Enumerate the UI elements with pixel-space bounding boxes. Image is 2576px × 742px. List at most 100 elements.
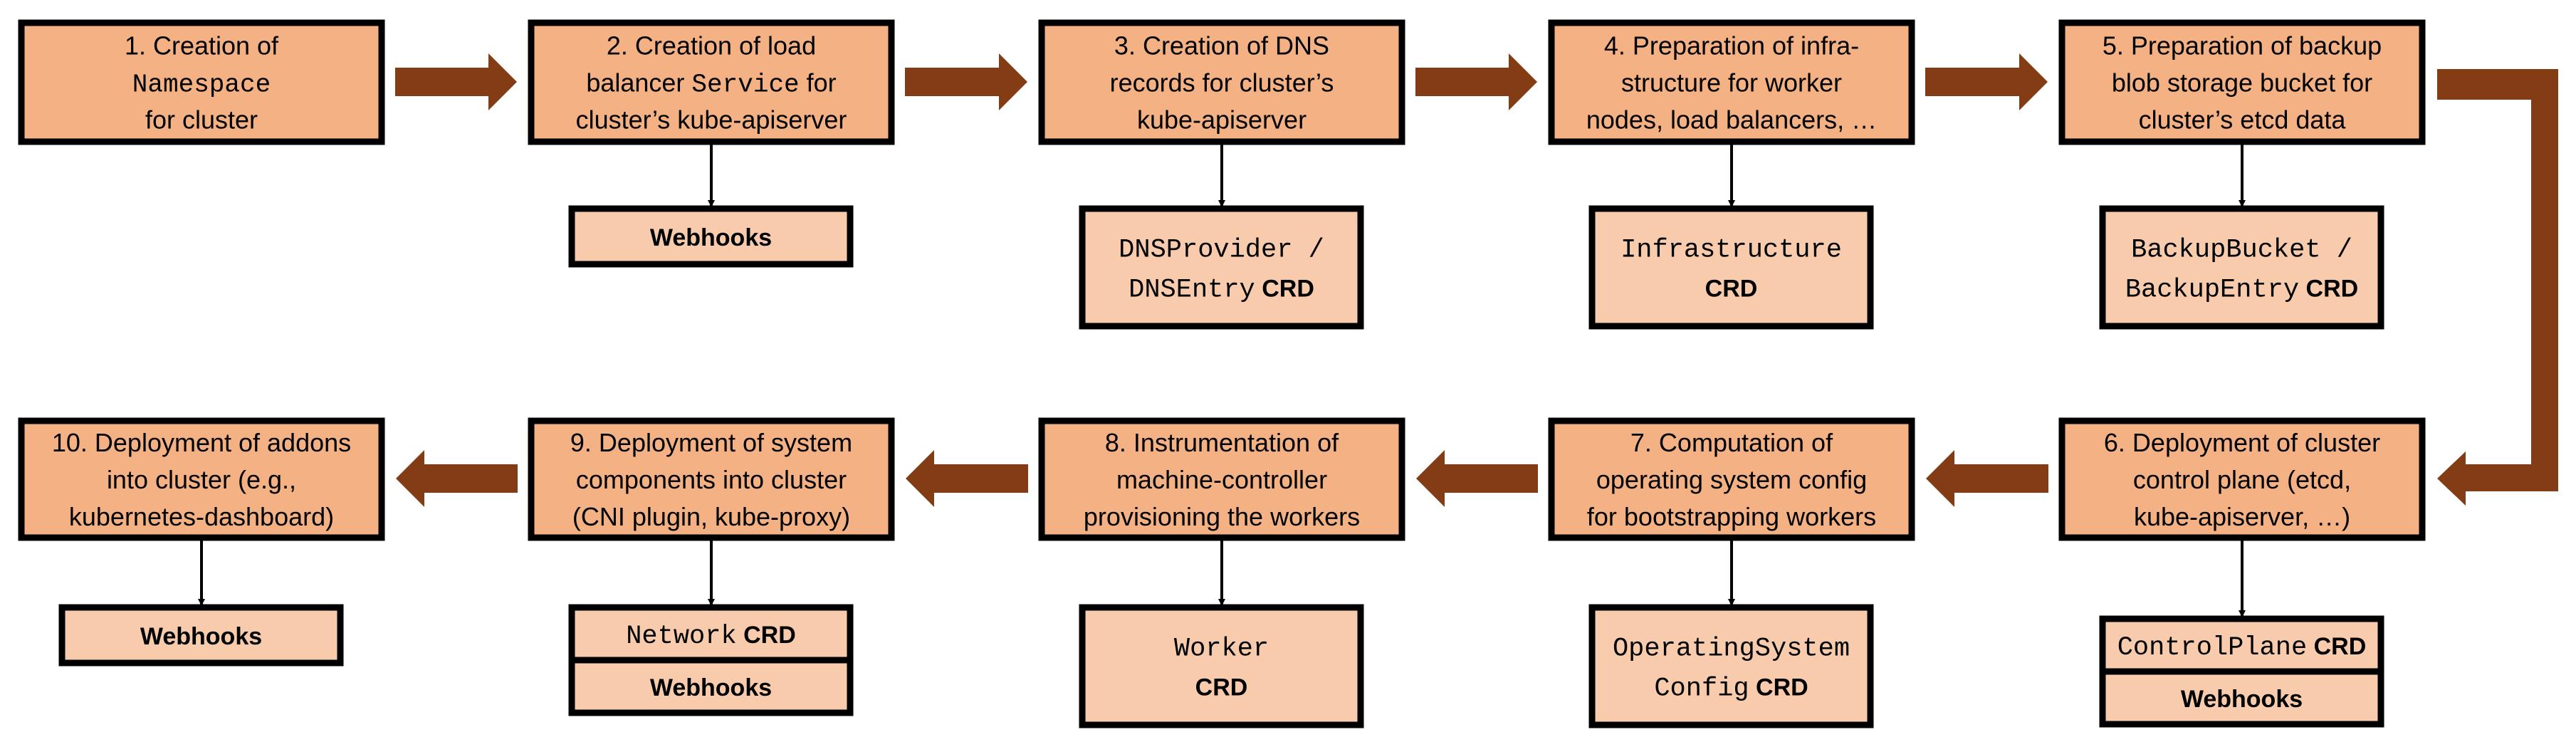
text-line: 6. Deployment of cluster <box>2104 428 2380 457</box>
text-segment: CRD <box>2299 276 2358 303</box>
text-segment: cluster’s etcd data <box>2139 105 2347 135</box>
text-segment: Webhooks <box>2181 686 2303 713</box>
text-line: Webhooks <box>2181 686 2303 713</box>
text-segment: operating system config <box>1596 465 1867 494</box>
resource-name: BackupEntry <box>2125 276 2299 305</box>
text-segment: structure for worker <box>1621 68 1842 98</box>
flow-arrow-left <box>1416 450 1538 507</box>
text-line: cluster’s etcd data <box>2139 105 2347 135</box>
text-line: CRD <box>1705 276 1758 303</box>
text-segment: CRD <box>1255 276 1314 303</box>
artifact-section <box>1079 205 1364 330</box>
text-line: operating system config <box>1596 465 1867 494</box>
text-line: nodes, load balancers, … <box>1586 105 1877 135</box>
text-segment: CRD <box>2307 633 2366 660</box>
artifact-section <box>1079 604 1364 728</box>
text-segment: records for cluster’s <box>1110 68 1334 98</box>
text-line: components into cluster <box>576 465 847 494</box>
artifact-section <box>58 604 344 667</box>
resource-name: DNSProvider / <box>1119 236 1324 266</box>
artifact-box: BackupBucket / BackupEntry CRD <box>2099 205 2384 330</box>
resource-name: OperatingSystem <box>1613 634 1850 664</box>
text-segment: 2. Creation of load <box>607 31 816 61</box>
resource-name: Worker <box>1174 634 1269 664</box>
text-line: provisioning the workers <box>1084 502 1360 531</box>
step-10: 10. Deployment of addons into cluster (e.… <box>18 417 385 667</box>
text-segment: 1. Creation of <box>125 31 279 61</box>
text-line: DNSEntry CRD <box>1129 276 1314 305</box>
text-line: Namespace <box>132 70 271 100</box>
text-segment: nodes, load balancers, … <box>1586 105 1877 135</box>
text-line: (CNI plugin, kube-proxy) <box>572 502 850 531</box>
text-line: kube-apiserver, …) <box>2134 502 2350 531</box>
text-line: Infrastructure <box>1621 236 1842 266</box>
text-line: 7. Computation of <box>1630 428 1833 457</box>
text-segment: balancer <box>586 68 691 98</box>
text-segment: 6. Deployment of cluster <box>2104 428 2380 457</box>
step-box <box>1038 19 1405 145</box>
text-line: BackupEntry CRD <box>2125 276 2358 305</box>
flow-arrow-right <box>905 53 1027 110</box>
artifact-section <box>1588 604 1874 728</box>
resource-name: ControlPlane <box>2117 633 2307 663</box>
text-segment: into cluster (e.g., <box>107 465 296 494</box>
text-line: cluster’s kube-apiserver <box>576 105 847 135</box>
text-segment: CRD <box>1705 276 1758 303</box>
text-line: CRD <box>1195 674 1248 701</box>
step-6: 6. Deployment of cluster control plane (e… <box>2058 417 2426 728</box>
text-segment: Webhooks <box>140 623 262 650</box>
text-segment: CRD <box>737 622 796 649</box>
step-box <box>2058 417 2426 541</box>
text-line: Webhooks <box>650 674 772 701</box>
step-5: 5. Preparation of backup blob storage buc… <box>2058 19 2426 330</box>
text-segment: 8. Instrumentation of <box>1105 428 1339 457</box>
text-segment: 5. Preparation of backup <box>2103 31 2382 61</box>
artifact-section <box>568 604 854 664</box>
text-line: 3. Creation of DNS <box>1114 31 1329 61</box>
flow-arrow-right <box>1415 53 1537 110</box>
step-4: 4. Preparation of infra-structure for wo… <box>1548 19 1915 330</box>
text-line: BackupBucket / <box>2131 236 2352 266</box>
flow-arrow-left <box>906 450 1028 507</box>
artifact-section <box>2099 668 2384 728</box>
artifact-section <box>568 205 854 268</box>
text-segment: for bootstrapping workers <box>1587 502 1876 531</box>
step-box <box>528 19 895 145</box>
text-segment: Webhooks <box>650 674 772 701</box>
step-box <box>1548 417 1915 541</box>
text-segment: 3. Creation of DNS <box>1114 31 1329 61</box>
artifact-section <box>2099 205 2384 330</box>
artifact-box: DNSProvider / DNSEntry CRD <box>1079 205 1364 330</box>
text-line: 10. Deployment of addons <box>52 428 351 457</box>
text-line: Network CRD <box>626 622 796 652</box>
text-line: Config CRD <box>1654 674 1808 704</box>
text-line: Webhooks <box>140 623 262 650</box>
text-segment: for cluster <box>145 105 258 135</box>
text-segment: blob storage bucket for <box>2112 68 2372 98</box>
text-line: kubernetes-dashboard) <box>69 502 334 531</box>
text-segment: kube-apiserver <box>1137 105 1307 135</box>
artifact-section <box>568 657 854 716</box>
resource-name: BackupBucket / <box>2131 236 2352 266</box>
text-line: control plane (etcd, <box>2133 465 2351 494</box>
step-1: 1. Creation of Namespace for cluster <box>18 19 385 145</box>
text-line: into cluster (e.g., <box>107 465 296 494</box>
flow-arrow-right <box>1925 53 2048 110</box>
flow-arrows <box>395 53 2558 507</box>
text-segment: kubernetes-dashboard) <box>69 502 334 531</box>
text-segment: CRD <box>1195 674 1248 701</box>
text-segment: cluster’s kube-apiserver <box>576 105 847 135</box>
text-segment: for <box>800 68 837 98</box>
step-box <box>18 417 385 541</box>
text-line: 5. Preparation of backup <box>2103 31 2382 61</box>
text-line: 4. Preparation of infra- <box>1604 31 1859 61</box>
text-line: kube-apiserver <box>1137 105 1307 135</box>
flow-arrow-left <box>396 450 518 507</box>
text-segment: 10. Deployment of addons <box>52 428 351 457</box>
text-segment: 7. Computation of <box>1630 428 1833 457</box>
step-box <box>2058 19 2426 145</box>
step-box <box>1038 417 1405 541</box>
flow-steps: 1. Creation of Namespace for cluster 2. Cre… <box>18 19 2426 728</box>
